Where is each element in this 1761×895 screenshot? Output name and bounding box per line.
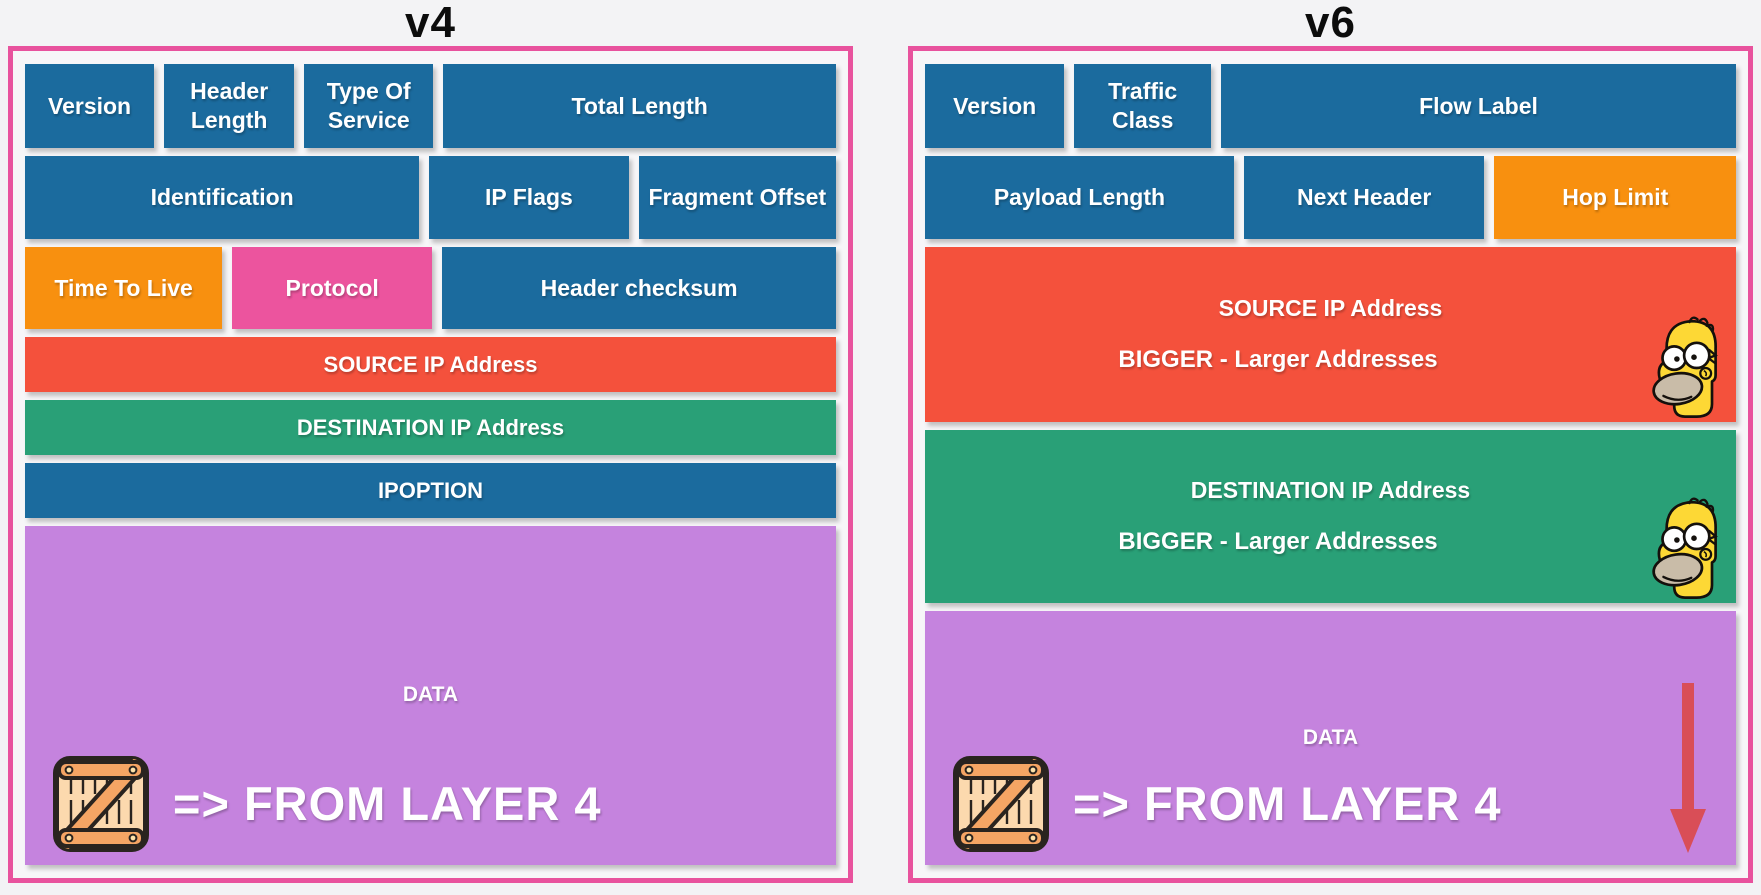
field-fragment-offset-label: Fragment Offset	[648, 184, 827, 211]
field-next-header-label: Next Header	[1297, 184, 1432, 211]
homer-simpson-icon	[1642, 314, 1728, 422]
field-identification-label: Identification	[150, 184, 294, 211]
field-protocol-label: Protocol	[285, 274, 379, 301]
field-next-header: Next Header	[1243, 156, 1485, 239]
field-ip-option: IPOPTION	[25, 463, 836, 518]
field-time-to-live-label: Time To Live	[54, 274, 193, 301]
ipv6-section: v6 Version Traffic Class Flow Label Payl…	[908, 0, 1753, 883]
homer-simpson-icon	[1642, 495, 1728, 603]
ipv4-from-layer-group: => FROM LAYER 4	[51, 753, 602, 855]
field-version-label: Version	[48, 92, 132, 119]
field-destination-ip-v4-label: DESTINATION IP Address	[296, 414, 565, 440]
field-flow-label: Flow Label	[1220, 64, 1736, 148]
field-version-v6-label: Version	[953, 92, 1037, 119]
field-header-length: Header Length	[164, 64, 295, 148]
field-ip-flags: IP Flags	[429, 156, 629, 239]
field-total-length-label: Total Length	[571, 92, 708, 119]
field-payload-length-label: Payload Length	[993, 184, 1166, 211]
field-version-v6: Version	[925, 64, 1065, 148]
field-header-length-label: Header Length	[190, 78, 269, 133]
field-hop-limit: Hop Limit	[1494, 156, 1736, 239]
field-flow-label-label: Flow Label	[1419, 92, 1538, 119]
field-destination-ip-v6-label: DESTINATION IP Address	[1190, 477, 1471, 504]
field-source-ip-v6-label: SOURCE IP Address	[1218, 295, 1443, 322]
field-time-to-live: Time To Live	[25, 247, 223, 329]
ipv6-row-1: Version Traffic Class Flow Label	[925, 64, 1736, 148]
ipv4-row-2: Identification IP Flags Fragment Offset	[25, 156, 836, 239]
field-type-of-service-label: Type Of Service	[326, 78, 411, 133]
field-fragment-offset: Fragment Offset	[638, 156, 836, 239]
ipv6-from-layer-group: => FROM LAYER 4	[951, 753, 1502, 855]
field-source-ip-v4-label: SOURCE IP Address	[323, 351, 538, 377]
field-protocol: Protocol	[232, 247, 433, 329]
ipv4-section: v4 Version Header Length Type Of Service…	[8, 0, 853, 883]
field-source-ip-v4: SOURCE IP Address	[25, 337, 836, 392]
field-ip-option-label: IPOPTION	[377, 477, 484, 503]
field-version: Version	[25, 64, 155, 148]
field-destination-ip-v4: DESTINATION IP Address	[25, 400, 836, 455]
ipv6-title: v6	[1305, 0, 1356, 47]
destination-ip-v6-note: BIGGER - Larger Addresses	[1118, 527, 1438, 555]
crate-icon	[951, 753, 1051, 855]
field-header-checksum-label: Header checksum	[540, 274, 738, 301]
field-header-checksum: Header checksum	[442, 247, 836, 329]
ipv6-from-layer-label: => FROM LAYER 4	[1073, 776, 1502, 830]
field-traffic-class-label: Traffic Class	[1108, 78, 1178, 133]
field-destination-ip-v6: DESTINATION IP Address BIGGER - Larger A…	[925, 430, 1736, 603]
ipv4-title: v4	[405, 0, 456, 47]
field-identification: Identification	[25, 156, 420, 239]
field-source-ip-v6: SOURCE IP Address BIGGER - Larger Addres…	[925, 247, 1736, 422]
ipv4-data-block: DATA => FROM LAYER 4	[25, 526, 836, 865]
ipv6-data-block: DATA => FROM LAYER 4	[925, 611, 1736, 865]
ipv6-header-panel: Version Traffic Class Flow Label Payload…	[908, 46, 1753, 883]
field-traffic-class: Traffic Class	[1074, 64, 1211, 148]
field-hop-limit-label: Hop Limit	[1562, 184, 1669, 211]
ipv4-header-panel: Version Header Length Type Of Service To…	[8, 46, 853, 883]
field-payload-length: Payload Length	[925, 156, 1234, 239]
red-down-arrow-icon	[1668, 683, 1708, 855]
field-total-length: Total Length	[443, 64, 836, 148]
ipv6-row-2: Payload Length Next Header Hop Limit	[925, 156, 1736, 239]
source-ip-v6-note: BIGGER - Larger Addresses	[1118, 345, 1438, 373]
field-type-of-service: Type Of Service	[304, 64, 434, 148]
crate-icon	[51, 753, 151, 855]
ipv4-from-layer-label: => FROM LAYER 4	[173, 776, 602, 830]
ipv4-row-3: Time To Live Protocol Header checksum	[25, 247, 836, 329]
ipv4-data-label: DATA	[402, 683, 459, 707]
ipv4-row-1: Version Header Length Type Of Service To…	[25, 64, 836, 148]
field-ip-flags-label: IP Flags	[485, 184, 573, 211]
ipv6-data-label: DATA	[1302, 725, 1359, 749]
